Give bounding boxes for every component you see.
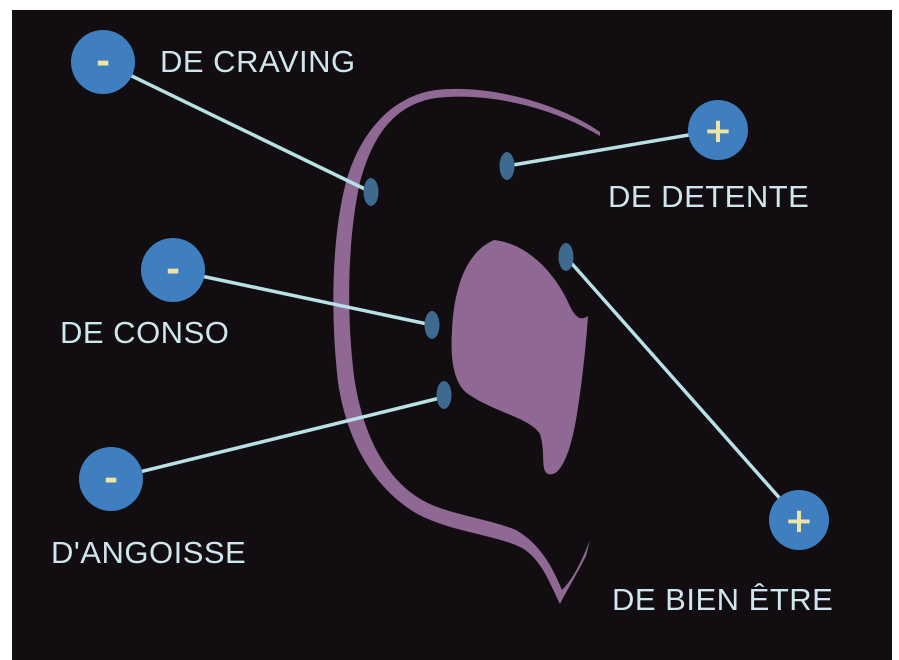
- badge-circle: [71, 30, 135, 94]
- point-labels: DE CRAVING DE DETENTE DE CONSO D'ANGOISS…: [51, 44, 833, 617]
- ear-point-de-conso: [424, 311, 440, 339]
- effect-badges: - + - - +: [71, 30, 829, 550]
- connector-lines: [102, 60, 801, 522]
- badge-de-detente: +: [688, 100, 748, 160]
- connector-de-conso: [172, 268, 433, 327]
- ear-concha: [451, 240, 588, 475]
- plus-icon: +: [785, 501, 814, 541]
- ear-point-dangoisse: [436, 381, 452, 409]
- connector-de-craving: [102, 60, 372, 194]
- badge-circle: [769, 490, 829, 550]
- ear-illustration: [333, 88, 600, 605]
- connector-dangoisse: [110, 395, 445, 481]
- badge-circle: [141, 238, 205, 302]
- ear-point-de-bien-etre: [558, 243, 574, 271]
- minus-icon: -: [104, 459, 118, 499]
- connector-de-bien-etre: [564, 255, 801, 522]
- label-de-detente: DE DETENTE: [608, 179, 809, 214]
- badge-dangoisse: -: [79, 447, 143, 511]
- badge-de-craving: -: [71, 30, 135, 94]
- badge-de-bien-etre: +: [769, 490, 829, 550]
- label-de-bien-etre: DE BIEN ÊTRE: [612, 582, 833, 617]
- badge-circle: [79, 447, 143, 511]
- minus-icon: -: [96, 42, 110, 82]
- label-de-conso: DE CONSO: [60, 315, 229, 350]
- ear-point-de-detente: [499, 152, 515, 180]
- badge-de-conso: -: [141, 238, 205, 302]
- connector-de-detente: [506, 128, 719, 168]
- ear-point-de-craving: [363, 178, 379, 206]
- minus-icon: -: [166, 250, 180, 290]
- badge-circle: [688, 100, 748, 160]
- plus-icon: +: [704, 111, 733, 151]
- label-dangoisse: D'ANGOISSE: [51, 535, 246, 570]
- label-de-craving: DE CRAVING: [160, 44, 356, 79]
- ear-points: [363, 152, 574, 409]
